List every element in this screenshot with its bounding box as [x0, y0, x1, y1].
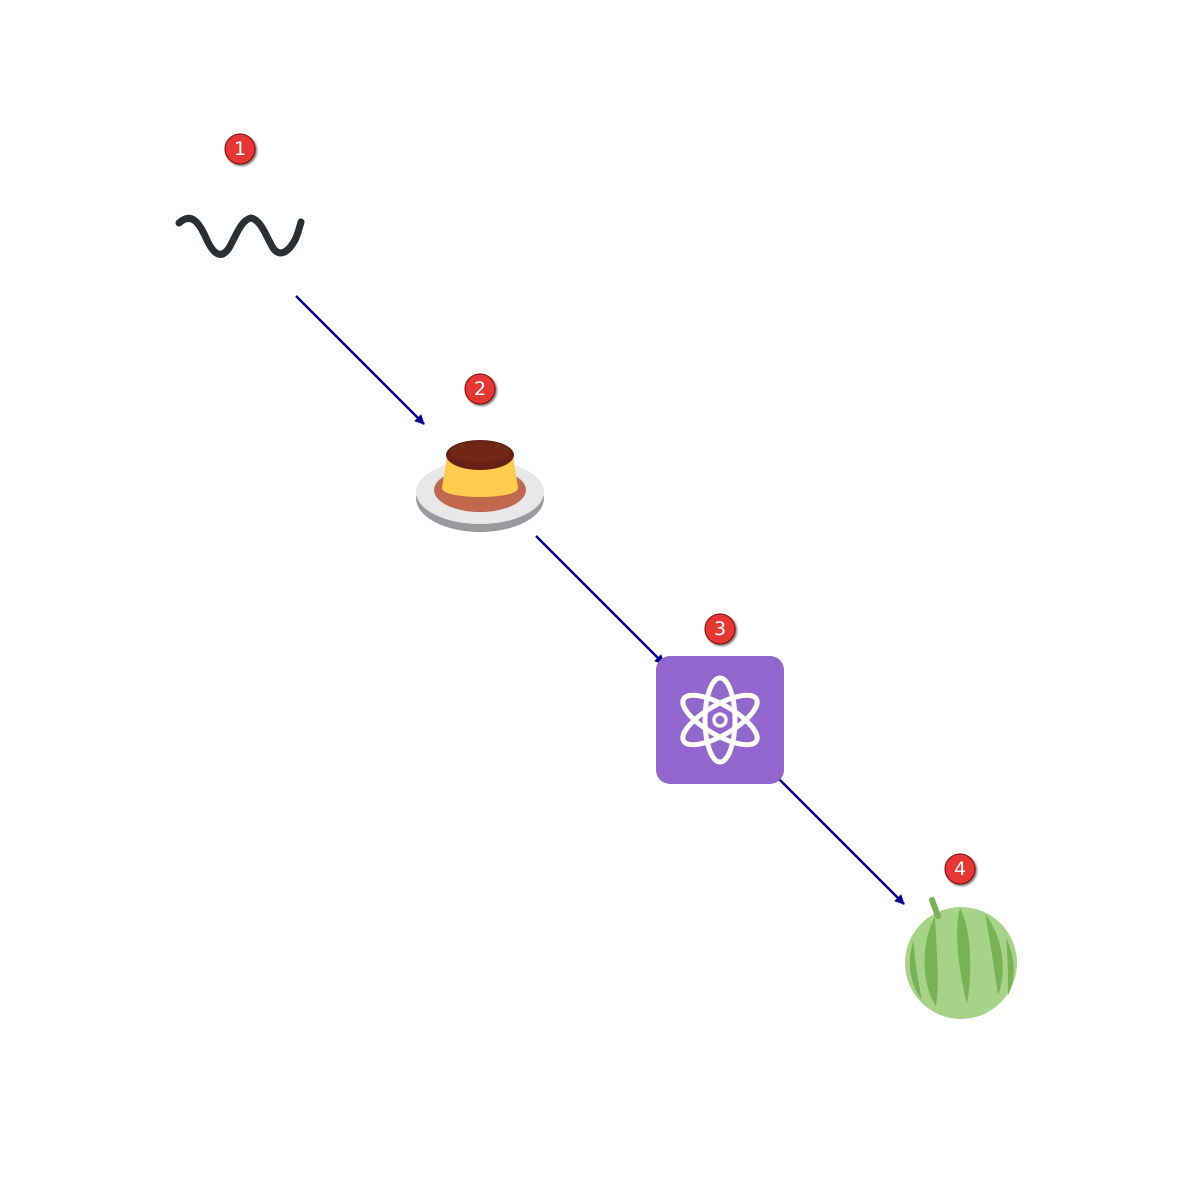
step-4: 4: [905, 853, 1017, 1019]
wavy-dash-icon: [175, 214, 305, 258]
step-1: 1: [175, 133, 305, 258]
step-badge: [704, 613, 736, 645]
step-number: 2: [474, 378, 486, 400]
step-3: 3: [656, 613, 784, 784]
step-badge: [224, 133, 256, 165]
step-badge: [464, 373, 496, 405]
melon-icon: [905, 897, 1017, 1019]
step-number: 1: [234, 138, 246, 160]
arrow-3-to-4: [775, 775, 905, 905]
arrow-1-to-2: [295, 295, 425, 425]
arrow-2-to-3: [535, 535, 665, 665]
step-2: 2: [416, 373, 544, 532]
connectors: [295, 295, 905, 905]
custard-flan-icon: [416, 440, 544, 532]
atom-symbol-icon: [656, 656, 784, 784]
step-number: 4: [954, 858, 966, 880]
step-badge: [944, 853, 976, 885]
step-number: 3: [714, 618, 726, 640]
